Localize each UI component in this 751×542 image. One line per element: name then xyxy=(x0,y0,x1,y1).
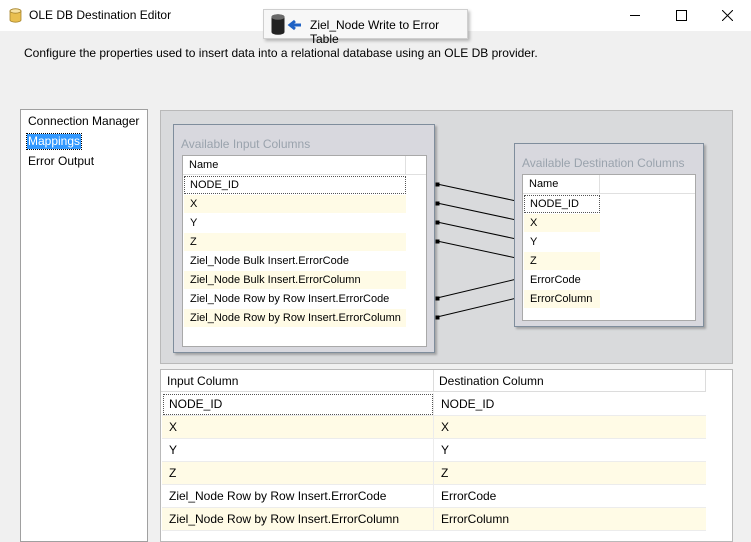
dest-column-node-id[interactable]: NODE_ID xyxy=(524,195,600,213)
dest-column-y[interactable]: Y xyxy=(530,236,538,248)
dest-column-errorcode[interactable]: ErrorCode xyxy=(530,274,581,286)
mapping-destination-cell[interactable]: X xyxy=(441,420,450,434)
mapping-input-cell[interactable]: X xyxy=(162,416,434,439)
mapping-input-cell[interactable]: Y xyxy=(162,439,434,462)
mapping-line-errorcode xyxy=(436,277,522,299)
mapping-diagram[interactable]: Available Input Columns Name NODE_ID X Y… xyxy=(160,110,733,364)
destination-column-header[interactable]: Destination Column xyxy=(439,374,544,388)
mapping-line-node-id xyxy=(436,183,522,203)
input-column-rbr-errorcolumn[interactable]: Ziel_Node Row by Row Insert.ErrorColumn xyxy=(184,309,406,327)
input-list-header: Name xyxy=(183,156,426,175)
nav-item-error-output[interactable]: Error Output xyxy=(28,154,95,168)
mapping-row[interactable]: Y Y xyxy=(162,439,706,462)
input-column-z[interactable]: Z xyxy=(184,233,406,251)
component-tooltip: Ziel_Node Write to Error Table xyxy=(263,9,468,46)
nav-panel: Connection Manager Mappings Error Output xyxy=(20,109,148,542)
maximize-icon xyxy=(676,10,687,21)
mapping-line-x xyxy=(436,202,522,222)
nav-item-mappings[interactable]: Mappings xyxy=(25,133,83,150)
dest-column-x[interactable]: X xyxy=(524,214,600,232)
minimize-button[interactable] xyxy=(613,0,659,31)
input-column-y[interactable]: Y xyxy=(190,217,198,229)
destination-list-header: Name xyxy=(523,175,695,194)
mapping-destination-cell[interactable]: NODE_ID xyxy=(441,397,495,411)
dest-column-errorcolumn[interactable]: ErrorColumn xyxy=(524,290,600,308)
mapping-destination-cell[interactable]: ErrorColumn xyxy=(441,512,510,526)
input-column-rbr-errorcode[interactable]: Ziel_Node Row by Row Insert.ErrorCode xyxy=(190,293,390,305)
input-columns-table: Available Input Columns Name NODE_ID X Y… xyxy=(173,124,435,353)
mapping-row[interactable]: X X xyxy=(162,416,706,439)
mapping-line-z xyxy=(436,240,522,260)
mapping-input-cell[interactable]: Ziel_Node Row by Row Insert.ErrorCode xyxy=(162,485,434,508)
maximize-button[interactable] xyxy=(659,0,705,31)
input-column-bulk-errorcolumn[interactable]: Ziel_Node Bulk Insert.ErrorColumn xyxy=(184,271,406,289)
input-column-node-id[interactable]: NODE_ID xyxy=(184,176,406,194)
mapping-destination-cell[interactable]: Z xyxy=(441,466,449,480)
dest-column-z[interactable]: Z xyxy=(524,252,600,270)
input-column-header[interactable]: Input Column xyxy=(167,374,239,388)
close-icon xyxy=(722,10,733,21)
destination-arrow-icon xyxy=(271,14,301,35)
input-table-title: Available Input Columns xyxy=(181,137,311,151)
destination-columns-table: Available Destination Columns Name NODE_… xyxy=(514,143,704,327)
mapping-destination-cell[interactable]: ErrorCode xyxy=(441,489,497,503)
mapping-grid: Input Column Destination Column NODE_ID … xyxy=(160,369,733,542)
mapping-destination-cell[interactable]: Y xyxy=(441,443,450,457)
mapping-row[interactable]: NODE_ID NODE_ID xyxy=(162,393,706,416)
nav-item-connection-manager[interactable]: Connection Manager xyxy=(28,114,140,128)
input-column-list: Name NODE_ID X Y Z Ziel_Node Bulk Insert… xyxy=(182,155,427,347)
input-column-x[interactable]: X xyxy=(184,195,406,213)
database-cylinder-icon xyxy=(9,8,22,23)
input-column-bulk-errorcode[interactable]: Ziel_Node Bulk Insert.ErrorCode xyxy=(190,255,349,267)
mapping-row[interactable]: Ziel_Node Row by Row Insert.ErrorColumn … xyxy=(162,508,706,531)
mapping-row[interactable]: Z Z xyxy=(162,462,706,485)
window-title: OLE DB Destination Editor xyxy=(29,8,172,22)
minimize-icon xyxy=(630,15,640,16)
destination-column-list: Name NODE_ID X Y Z ErrorCode ErrorColumn xyxy=(522,174,696,321)
mapping-line-y xyxy=(436,221,522,241)
close-button[interactable] xyxy=(705,0,751,31)
mapping-input-cell[interactable]: Z xyxy=(162,462,434,485)
editor-description: Configure the properties used to insert … xyxy=(24,46,538,60)
mapping-grid-header: Input Column Destination Column xyxy=(161,370,706,392)
destination-table-title: Available Destination Columns xyxy=(522,156,685,170)
mapping-row[interactable]: Ziel_Node Row by Row Insert.ErrorCode Er… xyxy=(162,485,706,508)
mapping-input-cell[interactable]: NODE_ID xyxy=(162,393,434,416)
mapping-line-errorcolumn xyxy=(436,296,522,318)
tooltip-text: Ziel_Node Write to Error Table xyxy=(310,18,440,46)
mapping-input-cell[interactable]: Ziel_Node Row by Row Insert.ErrorColumn xyxy=(162,508,434,531)
